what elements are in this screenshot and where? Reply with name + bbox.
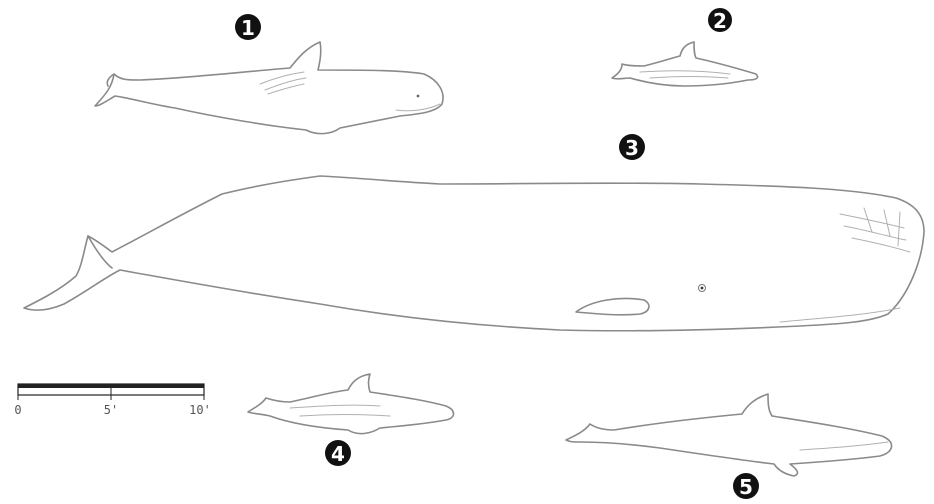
whale-3-sperm-whale-drawing: [24, 176, 924, 331]
whale-4-small-cetacean-drawing: [248, 374, 454, 434]
badge-4-label: 4: [331, 442, 345, 466]
badge-3-label: 3: [625, 136, 639, 160]
badge-2: 2: [708, 8, 732, 33]
badge-3: 3: [619, 134, 645, 160]
badge-4: 4: [325, 440, 351, 466]
whale-5-false-killer-whale-drawing: [566, 394, 892, 476]
whale-1-pilot-whale-drawing: [95, 42, 443, 134]
whale-2-dolphin-drawing: [612, 42, 758, 86]
badge-2-label: 2: [713, 9, 727, 33]
scale-label-10: 10': [189, 403, 211, 417]
badge-1: 1: [235, 14, 261, 40]
badge-5: 5: [733, 473, 759, 499]
scale-label-0: 0: [14, 403, 21, 417]
scale-bar: 0 5' 10': [14, 384, 210, 417]
badge-1-label: 1: [241, 16, 255, 40]
badge-5-label: 5: [739, 475, 753, 499]
scale-label-5: 5': [104, 403, 118, 417]
